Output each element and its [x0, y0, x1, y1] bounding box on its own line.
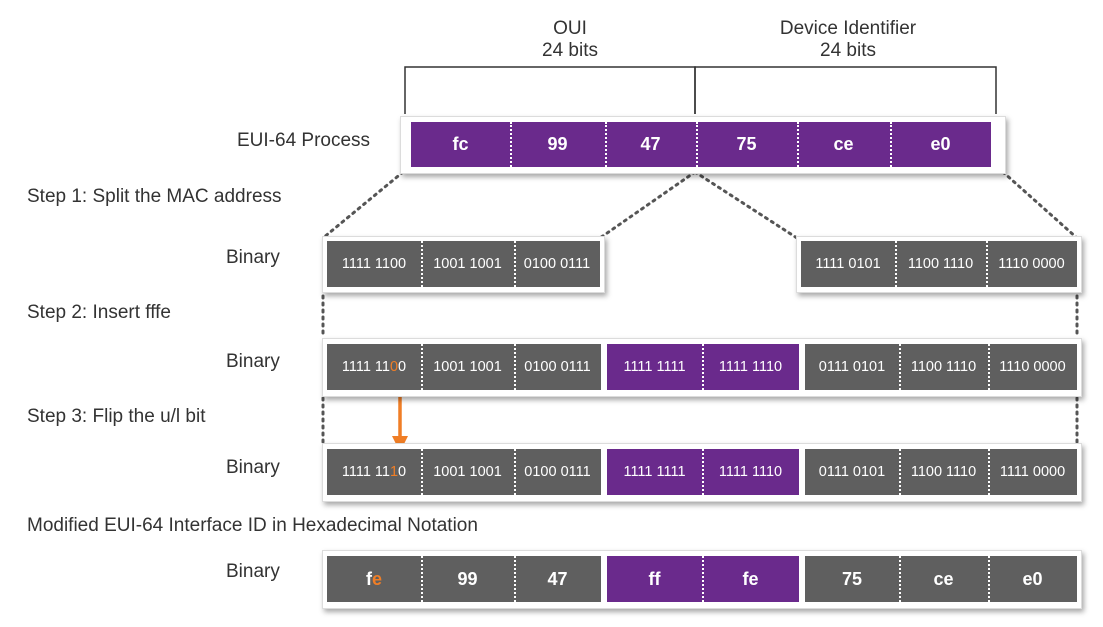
- divider: [514, 241, 516, 287]
- divider: [890, 122, 892, 167]
- final-label: Modified EUI-64 Interface ID in Hexadeci…: [27, 515, 478, 536]
- final-byte-5: ce: [899, 556, 988, 602]
- divider: [899, 344, 901, 390]
- divider: [899, 556, 901, 602]
- step3-byte-3: 0100 0111: [514, 449, 601, 495]
- ul-bit-flipped: 1: [389, 464, 399, 480]
- step3-byte-6: 1111 0000: [988, 449, 1077, 495]
- divider: [421, 241, 423, 287]
- mac-address-bar: fc 99 47 75 ce e0: [400, 116, 1006, 174]
- divider: [895, 241, 897, 287]
- step1-byte-6: 1110 0000: [986, 241, 1077, 287]
- divider: [797, 122, 799, 167]
- divider: [702, 344, 704, 390]
- step2-byte-6: 1110 0000: [988, 344, 1077, 390]
- final-fffe-byte-1: ff: [607, 556, 702, 602]
- device-header: Device Identifier 24 bits: [748, 18, 948, 62]
- step2-byte-1-suffix: 0: [398, 359, 407, 375]
- final-byte-3: 47: [514, 556, 601, 602]
- oui-header: OUI 24 bits: [500, 18, 640, 62]
- step3-byte-5: 1100 1110: [899, 449, 988, 495]
- ul-bit-original: 0: [389, 359, 399, 375]
- device-title: Device Identifier: [779, 18, 917, 39]
- step2-byte-1-prefix: 1111 11: [341, 359, 390, 375]
- oui-bracket: [404, 66, 696, 114]
- mac-byte-3: 47: [605, 122, 696, 167]
- divider: [514, 449, 516, 495]
- step2-label: Step 2: Insert fffe: [27, 302, 172, 323]
- mac-byte-2: 99: [510, 122, 605, 167]
- step1-label: Step 1: Split the MAC address: [27, 186, 282, 207]
- process-label: EUI-64 Process: [237, 130, 371, 151]
- divider: [988, 449, 990, 495]
- step2-fffe-byte-1: 1111 1111: [607, 344, 702, 390]
- divider: [702, 556, 704, 602]
- final-row-label: Binary: [226, 561, 280, 582]
- oui-title: OUI: [553, 18, 587, 39]
- divider: [514, 556, 516, 602]
- mac-byte-6: e0: [890, 122, 991, 167]
- divider: [421, 449, 423, 495]
- step2-row-label: Binary: [226, 351, 280, 372]
- step3-fffe-byte-1: 1111 1111: [607, 449, 702, 495]
- step3-byte-1-prefix: 1111 11: [341, 464, 390, 480]
- step3-byte-2: 1001 1001: [421, 449, 514, 495]
- divider: [988, 344, 990, 390]
- step1-row-label: Binary: [226, 247, 280, 268]
- final-byte-1-prefix: f: [365, 568, 372, 589]
- oui-bits: 24 bits: [542, 40, 598, 61]
- final-byte-4: 75: [805, 556, 899, 602]
- step2-byte-2: 1001 1001: [421, 344, 514, 390]
- device-bits: 24 bits: [820, 40, 876, 61]
- divider: [421, 556, 423, 602]
- divider: [702, 449, 704, 495]
- final-ul-nibble: e: [371, 568, 382, 589]
- step1-byte-4: 1111 0101: [801, 241, 895, 287]
- step2-byte-3: 0100 0111: [514, 344, 601, 390]
- step1-byte-1: 1111 1100: [327, 241, 421, 287]
- step1-device-bar: 1111 0101 1100 1110 1110 0000: [796, 236, 1082, 293]
- step2-byte-5: 1100 1110: [899, 344, 988, 390]
- step2-byte-4: 0111 0101: [805, 344, 899, 390]
- final-byte-2: 99: [421, 556, 514, 602]
- divider: [986, 241, 988, 287]
- step1-byte-3: 0100 0111: [514, 241, 600, 287]
- step3-row-label: Binary: [226, 457, 280, 478]
- mac-byte-1: fc: [411, 122, 510, 167]
- divider: [421, 344, 423, 390]
- divider: [696, 122, 698, 167]
- mac-byte-5: ce: [797, 122, 890, 167]
- divider: [899, 449, 901, 495]
- divider: [510, 122, 512, 167]
- step3-label: Step 3: Flip the u/l bit: [27, 406, 206, 427]
- device-bracket: [694, 66, 997, 114]
- step3-byte-1-suffix: 0: [398, 464, 407, 480]
- step1-oui-bar: 1111 1100 1001 1001 0100 0111: [322, 236, 605, 293]
- split-dotted-lines: [321, 170, 1079, 445]
- final-byte-6: e0: [988, 556, 1077, 602]
- step3-fffe-byte-2: 1111 1110: [702, 449, 799, 495]
- mac-byte-4: 75: [696, 122, 797, 167]
- divider: [514, 344, 516, 390]
- step1-byte-5: 1100 1110: [895, 241, 986, 287]
- step1-byte-2: 1001 1001: [421, 241, 514, 287]
- divider: [605, 122, 607, 167]
- final-fffe-byte-2: fe: [702, 556, 799, 602]
- step2-fffe-byte-2: 1111 1110: [702, 344, 799, 390]
- divider: [988, 556, 990, 602]
- step3-byte-4: 0111 0101: [805, 449, 899, 495]
